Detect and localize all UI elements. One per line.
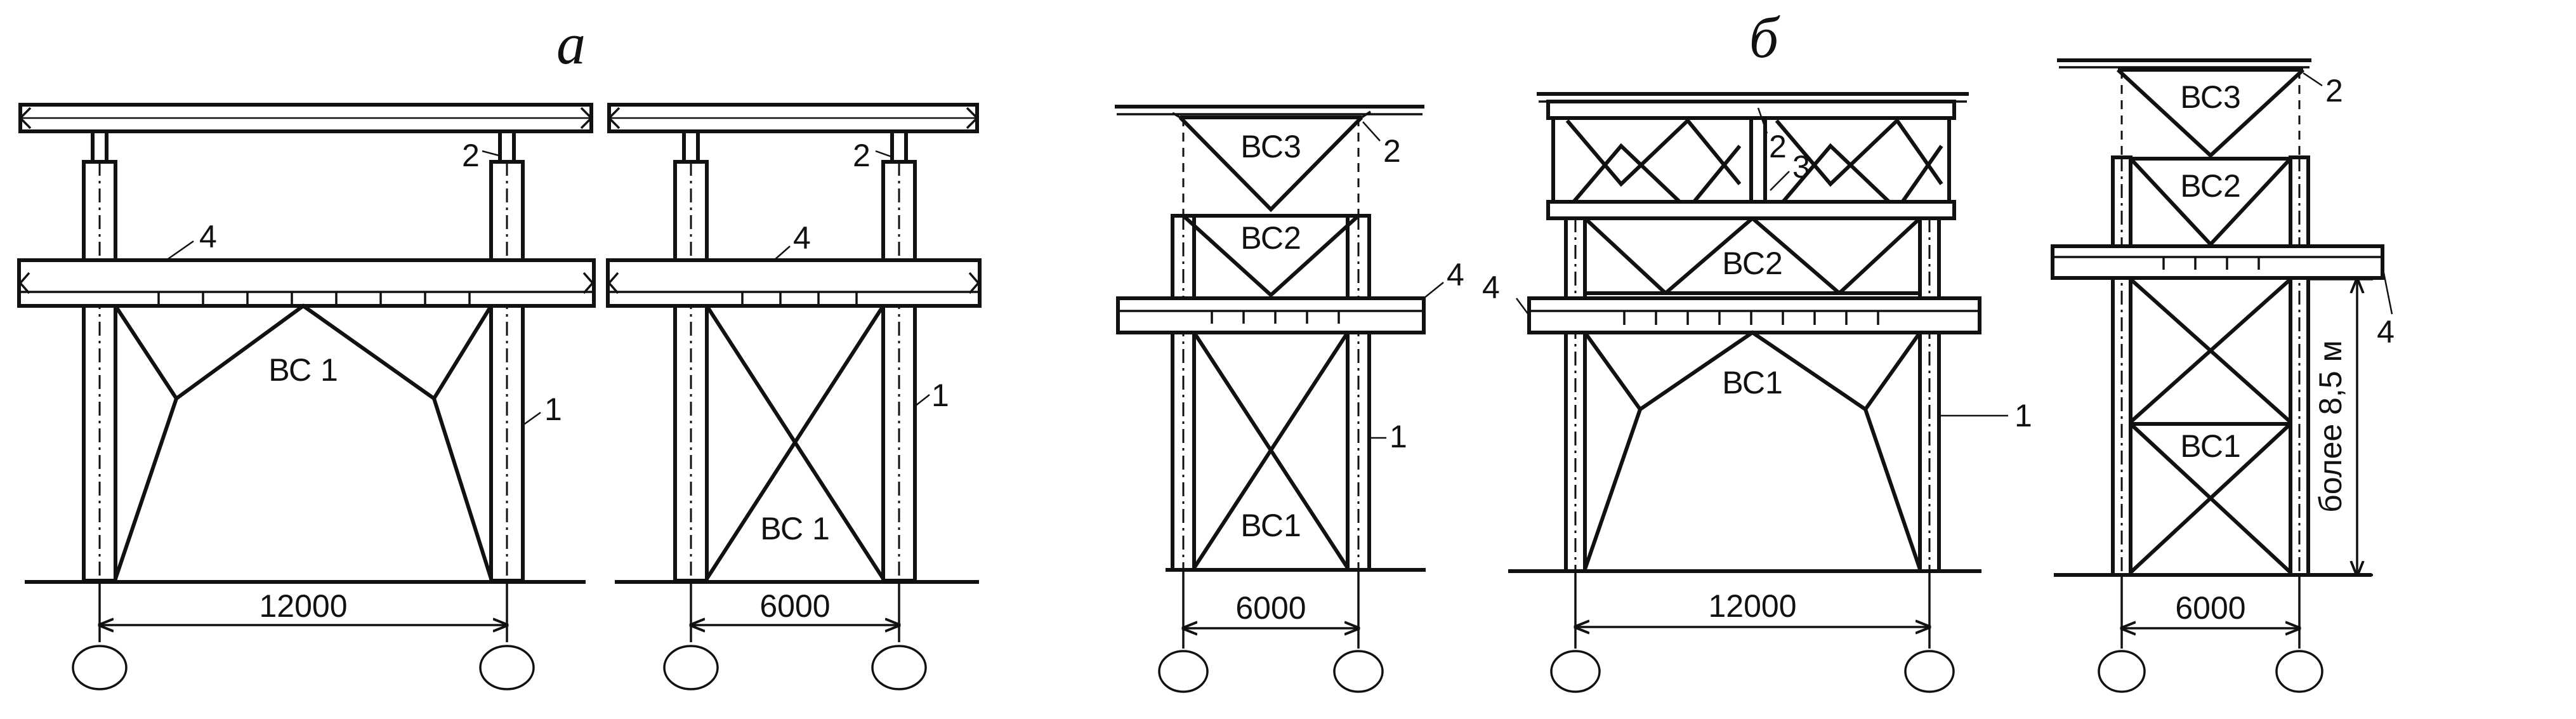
axis-bubble [871, 645, 927, 690]
axis-bubble [479, 645, 535, 690]
callout-crane-beam: 4 [1482, 270, 1500, 305]
column [82, 160, 117, 583]
axis-bubble [663, 645, 719, 690]
crane-beam [17, 258, 596, 308]
axis-bubble [1550, 650, 1601, 693]
span-dimension: 6000 [2175, 590, 2245, 626]
panel-label-b: б [1749, 5, 1780, 70]
span-dimension: 6000 [1235, 590, 1306, 626]
frame-b1: ВС3 ВС2 ВС1 6000 2 4 1 [1115, 105, 1464, 693]
callout-crane-beam: 4 [793, 220, 811, 256]
axis-bubble [2098, 650, 2146, 693]
axis-bubble [72, 645, 128, 690]
callout-connector: 2 [2325, 73, 2343, 109]
span-dimension: 12000 [259, 588, 347, 624]
frame-a1: ВС 1 12000 4 2 1 [17, 103, 596, 690]
callout-crane-beam: 4 [2377, 314, 2395, 350]
callout-column: 1 [544, 392, 562, 427]
span-dimension: 6000 [759, 588, 830, 624]
bracing-label: ВС2 [2180, 168, 2241, 204]
callout-connector: 2 [1769, 129, 1787, 164]
frame-b2: ВС2 ВС1 12000 2 3 4 1 [1482, 92, 2032, 693]
bracing-label: ВС3 [1240, 129, 1301, 164]
callout-connector: 2 [853, 138, 871, 173]
callout-column: 1 [2014, 398, 2032, 433]
axis-bubble [2275, 650, 2323, 693]
callout-column: 1 [931, 378, 949, 413]
bracing-label: ВС1 [2180, 428, 2241, 464]
crane-beam [2051, 244, 2384, 280]
crane-beam [606, 258, 982, 308]
crane-beam [1527, 296, 1981, 334]
callout-crane-beam: 4 [199, 219, 217, 254]
callout-connector: 2 [462, 138, 480, 173]
callout-truss: 3 [1792, 149, 1810, 185]
bracing-label: ВС 1 [760, 511, 830, 546]
callout-connector: 2 [1383, 133, 1401, 169]
bracing-label: ВС2 [1722, 246, 1783, 281]
bracing-label: ВС1 [1240, 508, 1301, 543]
frame-b3: ВС3 ВС2 ВС1 более 8,5 м 6000 2 [2051, 58, 2395, 693]
bracing-label: ВС 1 [268, 352, 338, 388]
bracing-label: ВС3 [2180, 79, 2241, 115]
crane-beam [1116, 296, 1426, 334]
panel-label-a: а [556, 11, 586, 76]
bracing-label: ВС1 [1722, 365, 1783, 400]
axis-bubble [1333, 650, 1384, 693]
callout-crane-beam: 4 [1447, 257, 1464, 293]
axis-bubble [1904, 650, 1955, 693]
callout-column: 1 [1390, 419, 1407, 454]
bracing-label: ВС2 [1240, 220, 1301, 256]
span-dimension: 12000 [1708, 588, 1796, 624]
frame-a2: ВС 1 6000 4 2 1 [606, 103, 982, 690]
height-dimension: более 8,5 м [2313, 340, 2348, 513]
axis-bubble [1158, 650, 1209, 693]
